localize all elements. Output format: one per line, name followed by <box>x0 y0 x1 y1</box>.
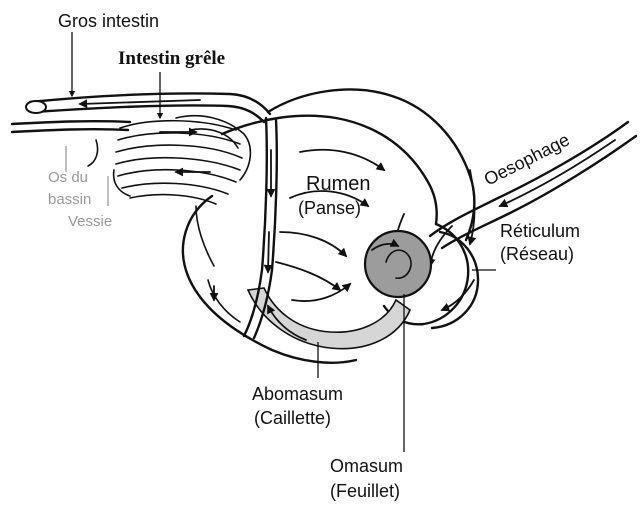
label-gros-intestin: Gros intestin <box>58 11 159 31</box>
label-os-du-bassin-1: Os du <box>48 169 88 186</box>
label-intestin-grele: Intestin grêle <box>118 48 225 69</box>
label-abomasum-1: Abomasum <box>252 384 343 404</box>
small-intestine <box>116 116 250 204</box>
label-vessie: Vessie <box>68 213 112 230</box>
label-omasum-1: Omasum <box>330 456 403 476</box>
rumen <box>183 89 475 362</box>
label-reticulum-1: Réticulum <box>500 221 580 241</box>
label-reticulum-2: (Réseau) <box>500 244 574 264</box>
label-os-du-bassin-2: bassin <box>48 191 91 208</box>
label-omasum-2: (Feuillet) <box>330 481 400 501</box>
label-rumen-2: (Panse) <box>298 198 361 218</box>
label-abomasum-2: (Caillette) <box>254 408 331 428</box>
label-oesophage: Oesophage <box>481 129 573 189</box>
omasum <box>365 231 431 297</box>
label-rumen-1: Rumen <box>306 173 370 195</box>
colon-loops <box>196 206 240 322</box>
